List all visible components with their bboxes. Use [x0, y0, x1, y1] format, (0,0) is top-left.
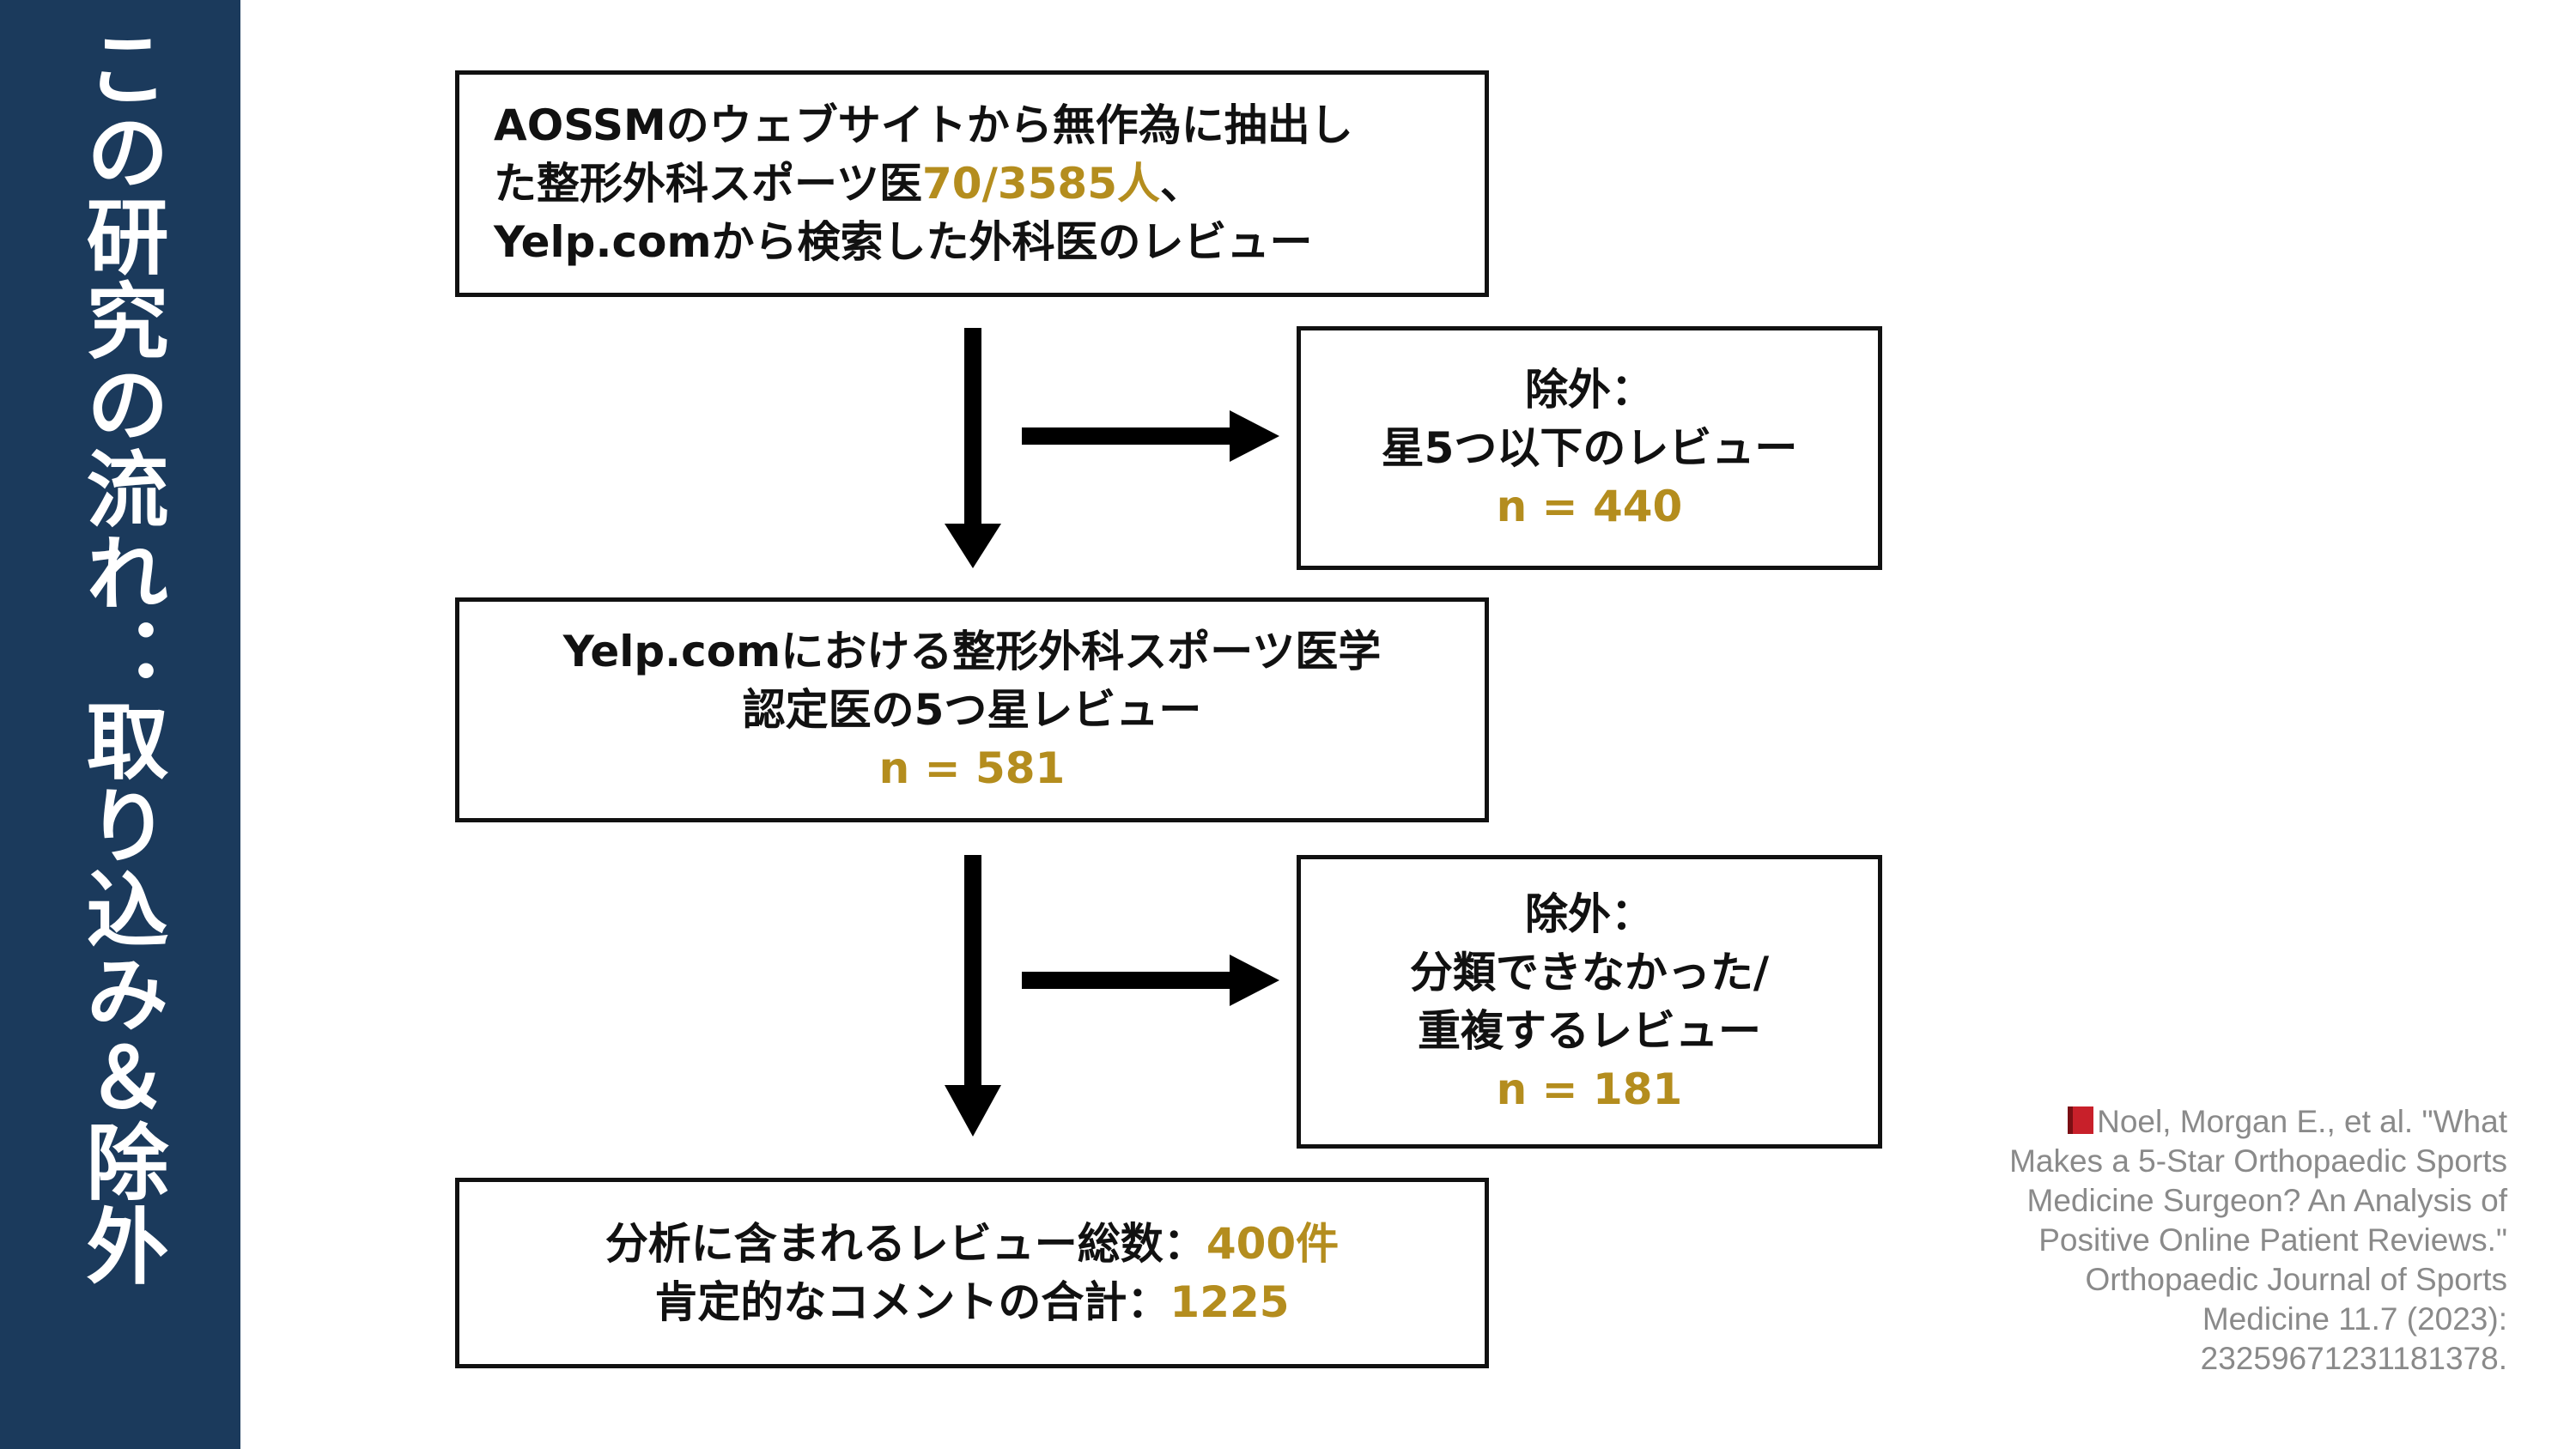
citation-line-6: Medicine 11.7 (2023): — [2202, 1301, 2507, 1337]
five-star-line-1: Yelp.comにおける整形外科スポーツ医学 — [562, 627, 1382, 676]
source-line-2-text: た整形外科スポーツ医 — [494, 159, 922, 209]
source-line-2: た整形外科スポーツ医70/3585人、 — [494, 155, 1485, 213]
five-star-count: n = 581 — [878, 743, 1066, 793]
source-box: AOSSMのウェブサイトから無作為に抽出し た整形外科スポーツ医70/3585人… — [455, 70, 1489, 297]
arrow-right-1 — [1022, 410, 1279, 462]
sampled-count: 70/3585人 — [922, 159, 1161, 209]
citation-line-7: 23259671231181378. — [2200, 1341, 2507, 1376]
citation-line-2: Makes a 5-Star Orthopaedic Sports — [2009, 1143, 2507, 1179]
five-star-box: Yelp.comにおける整形外科スポーツ医学 認定医の5つ星レビュー n = 5… — [455, 597, 1489, 822]
source-line-1: AOSSMのウェブサイトから無作為に抽出し — [494, 100, 1353, 150]
five-star-line-2: 認定医の5つ星レビュー — [742, 685, 1202, 735]
slide-title: この研究の流れ：取り込み＆除外 — [72, 26, 168, 1288]
citation-line-5: Orthopaedic Journal of Sports — [2085, 1262, 2507, 1297]
exclusion-1-count: n = 440 — [1496, 482, 1683, 531]
exclusion-2-line-2: 重複するレビュー — [1418, 1006, 1761, 1056]
analysis-line-1-text: 分析に含まれるレビュー総数： — [605, 1219, 1206, 1269]
source-line-3: Yelp.comから検索した外科医のレビュー — [494, 217, 1313, 267]
citation-line-3: Medicine Surgeon? An Analysis of — [2026, 1183, 2507, 1218]
analysis-line-2-text: 肯定的なコメントの合計： — [654, 1277, 1170, 1327]
exclusion-2-count: n = 181 — [1496, 1064, 1683, 1114]
exclusion-1-label: 除外： — [1525, 365, 1654, 415]
source-line-2-suffix: 、 — [1160, 159, 1204, 209]
citation: Noel, Morgan E., et al. "What Makes a 5-… — [1958, 1102, 2507, 1379]
analysis-line-1: 分析に含まれるレビュー総数：400件 — [605, 1215, 1339, 1273]
exclusion-box-1: 除外： 星5つ以下のレビュー n = 440 — [1297, 326, 1882, 570]
exclusion-1-text: 星5つ以下のレビュー — [1381, 423, 1798, 473]
exclusion-2-label: 除外： — [1525, 889, 1654, 939]
citation-line-4: Positive Online Patient Reviews." — [2038, 1222, 2507, 1258]
analysis-line-2: 肯定的なコメントの合計：1225 — [654, 1273, 1289, 1331]
total-reviews-count: 400件 — [1206, 1219, 1340, 1269]
arrow-down-2 — [945, 855, 1001, 1137]
analysis-box: 分析に含まれるレビュー総数：400件 肯定的なコメントの合計：1225 — [455, 1178, 1489, 1368]
sidebar: この研究の流れ：取り込み＆除外 — [0, 0, 240, 1449]
positive-comments-count: 1225 — [1170, 1277, 1290, 1327]
book-icon — [2068, 1106, 2094, 1134]
arrow-right-2 — [1022, 955, 1279, 1006]
citation-line-1: Noel, Morgan E., et al. "What — [1958, 1102, 2507, 1142]
citation-line-1-text: Noel, Morgan E., et al. "What — [2097, 1104, 2507, 1139]
arrow-down-1 — [945, 328, 1001, 568]
exclusion-2-line-1: 分類できなかった/ — [1409, 948, 1770, 997]
exclusion-box-2: 除外： 分類できなかった/ 重複するレビュー n = 181 — [1297, 855, 1882, 1149]
